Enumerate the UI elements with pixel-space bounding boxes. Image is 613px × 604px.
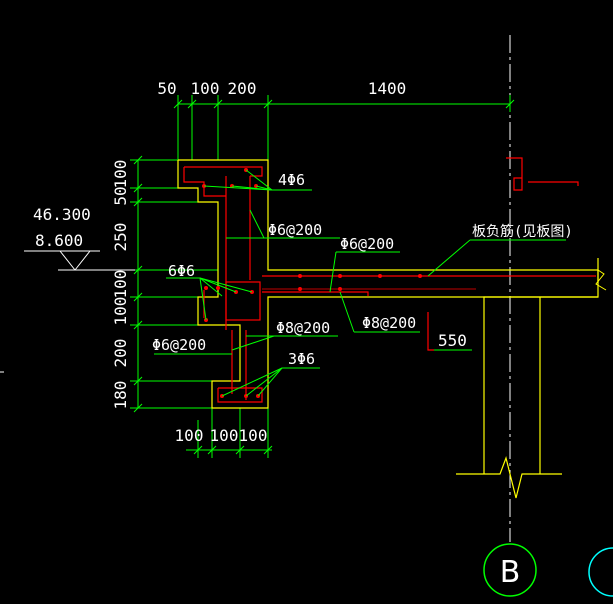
left-dimension-chain [130, 155, 218, 413]
leader-lines [154, 169, 566, 397]
rebar-lines [183, 157, 596, 403]
left-dimension-texts: 100 50 250 100 100 200 180 [111, 160, 130, 410]
top-dimension-texts: 50 100 200 1400 [157, 79, 406, 98]
dim-top-200: 200 [228, 79, 257, 98]
dim-left-250: 250 [111, 223, 130, 252]
label-bottom-bars: 3Φ6 [288, 350, 315, 368]
label-stirrup-left: Φ6@200 [152, 336, 206, 354]
dim-bottom-100b: 100 [210, 426, 239, 445]
dim-top-50: 50 [157, 79, 176, 98]
dim-bottom-100c: 100 [239, 426, 268, 445]
top-dimension-chain [173, 95, 515, 160]
dim-left-100b: 100 [111, 270, 130, 299]
dim-left-50: 50 [111, 186, 130, 205]
label-stirrup-lower: Φ8@200 [276, 319, 330, 337]
elevation-8600: 8.600 [35, 231, 83, 250]
dim-top-1400: 1400 [368, 79, 407, 98]
elevation-mark: 46.300 8.600 [24, 205, 135, 271]
rebar-dots [202, 168, 422, 398]
bottom-dimension-texts: 100 100 100 [175, 426, 268, 445]
beam-outline [177, 159, 607, 499]
dim-left-100: 100 [111, 160, 130, 189]
dim-bottom-100a: 100 [175, 426, 204, 445]
bottom-dimension-chain [186, 408, 273, 458]
dim-top-100: 100 [191, 79, 220, 98]
label-slab-bar: Φ6@200 [340, 235, 394, 253]
axis-bubble-partial [588, 547, 613, 597]
dim-left-100c: 100 [111, 297, 130, 326]
label-stirrup-upper: Φ6@200 [268, 221, 322, 239]
elevation-46300: 46.300 [33, 205, 91, 224]
dim-left-180: 180 [111, 381, 130, 410]
label-top-bars: 4Φ6 [278, 171, 305, 189]
rebar-labels: 4Φ6 Φ6@200 Φ6@200 板负筋(见板图) 6Φ6 Φ8@200 Φ8… [152, 171, 573, 368]
label-length-550: 550 [438, 331, 467, 350]
axis-bubble-b[interactable]: B [483, 543, 537, 597]
axis-label-b: B [500, 555, 521, 590]
dim-left-200: 200 [111, 339, 130, 368]
label-mid-bars: 6Φ6 [168, 262, 195, 280]
label-slab-note: 板负筋(见板图) [472, 223, 573, 240]
label-slab-bottom: Φ8@200 [362, 314, 416, 332]
